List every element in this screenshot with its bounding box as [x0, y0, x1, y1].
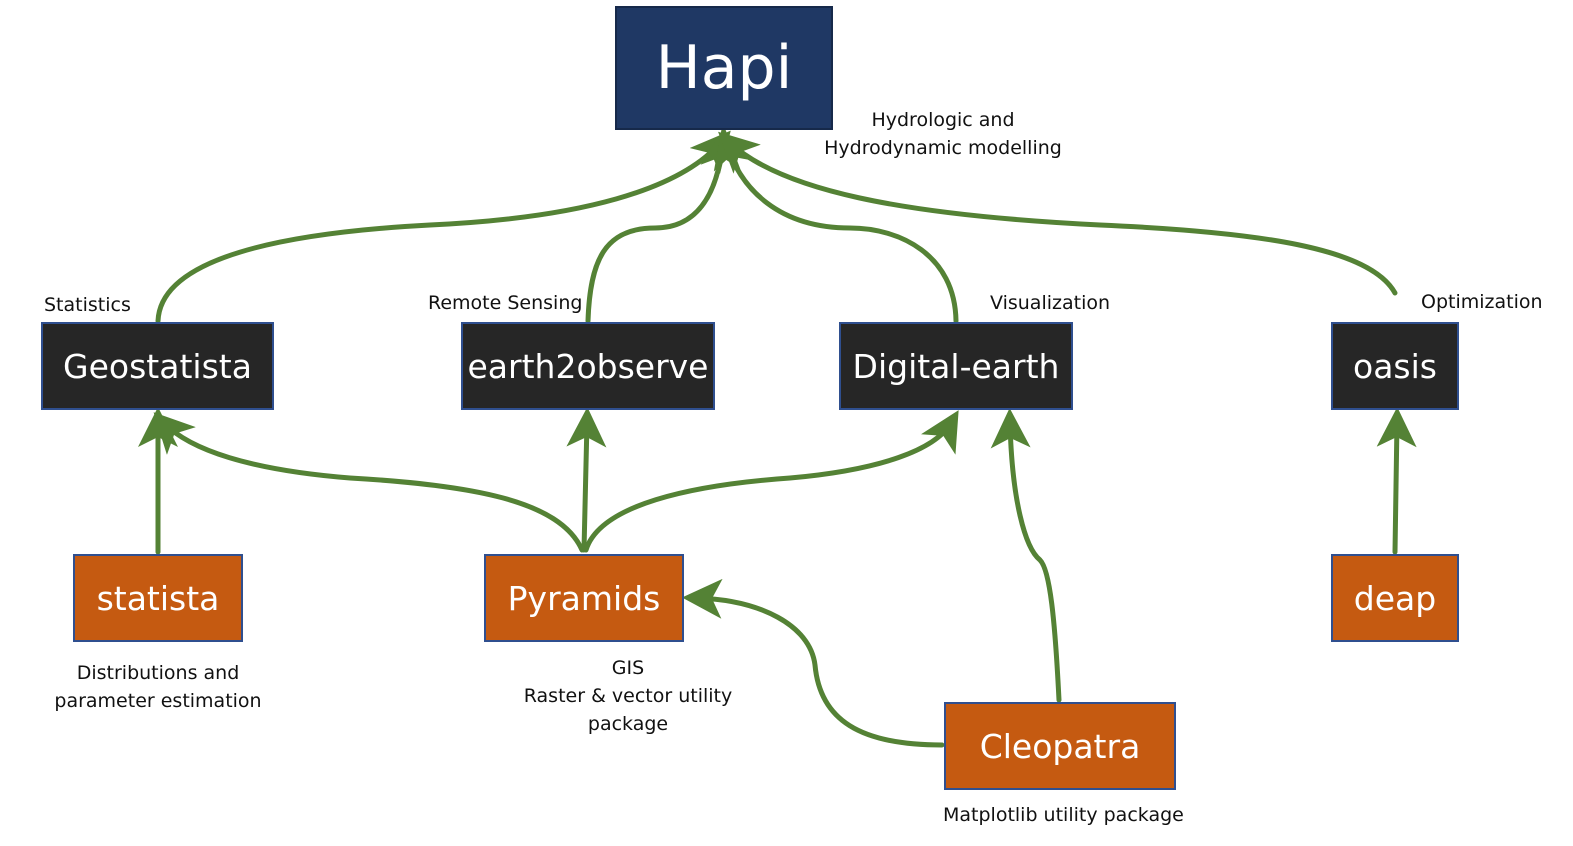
- edge-pyramids-to-digital_earth: [583, 410, 959, 553]
- edge-earth2observe-to-hapi: [585, 127, 741, 324]
- node-pyramids-label: Pyramids: [507, 578, 661, 618]
- node-oasis[interactable]: oasis: [1331, 322, 1459, 410]
- node-digital-earth[interactable]: Digital-earth: [839, 322, 1073, 410]
- edge-pyramids-to-earth2observe: [566, 407, 607, 553]
- node-pyramids-description: GIS Raster & vector utility package: [523, 657, 733, 735]
- node-digital-earth-description: Visualization: [990, 292, 1111, 314]
- node-statista[interactable]: statista: [73, 554, 243, 642]
- edge-geostatista-to-hapi: [155, 130, 731, 324]
- node-statista-description: Distributions and parameter estimation: [54, 662, 262, 712]
- node-earth2observe-description: Remote Sensing: [428, 292, 583, 314]
- node-cleopatra[interactable]: Cleopatra: [944, 702, 1176, 790]
- node-deap[interactable]: deap: [1331, 554, 1459, 642]
- node-hapi[interactable]: Hapi: [615, 6, 833, 130]
- node-geostatista[interactable]: Geostatista: [41, 322, 274, 410]
- node-digital-earth-label: Digital-earth: [852, 346, 1060, 386]
- node-pyramids[interactable]: Pyramids: [484, 554, 684, 642]
- edge-cleopatra-to-digital_earth: [990, 408, 1062, 703]
- node-oasis-description: Optimization: [1421, 291, 1543, 313]
- node-oasis-label: oasis: [1353, 346, 1437, 386]
- edge-oasis-to-hapi: [718, 131, 1398, 296]
- node-deap-label: deap: [1353, 578, 1437, 618]
- edge-deap-to-oasis: [1376, 407, 1417, 555]
- edge-pyramids-to-geostatista: [153, 412, 585, 553]
- node-earth2observe-label: earth2observe: [467, 346, 709, 386]
- edge-digital_earth-to-hapi: [713, 127, 959, 324]
- node-cleopatra-label: Cleopatra: [979, 726, 1141, 766]
- node-geostatista-label: Geostatista: [63, 346, 252, 386]
- node-earth2observe[interactable]: earth2observe: [461, 322, 715, 410]
- node-statista-label: statista: [96, 578, 220, 618]
- node-hapi-label: Hapi: [655, 33, 793, 103]
- edge-cleopatra-to-pyramids: [682, 578, 945, 748]
- node-hapi-description: Hydrologic and Hydrodynamic modelling: [824, 109, 1062, 159]
- node-cleopatra-description: Matplotlib utility package: [943, 804, 1184, 826]
- node-geostatista-description: Statistics: [44, 294, 131, 316]
